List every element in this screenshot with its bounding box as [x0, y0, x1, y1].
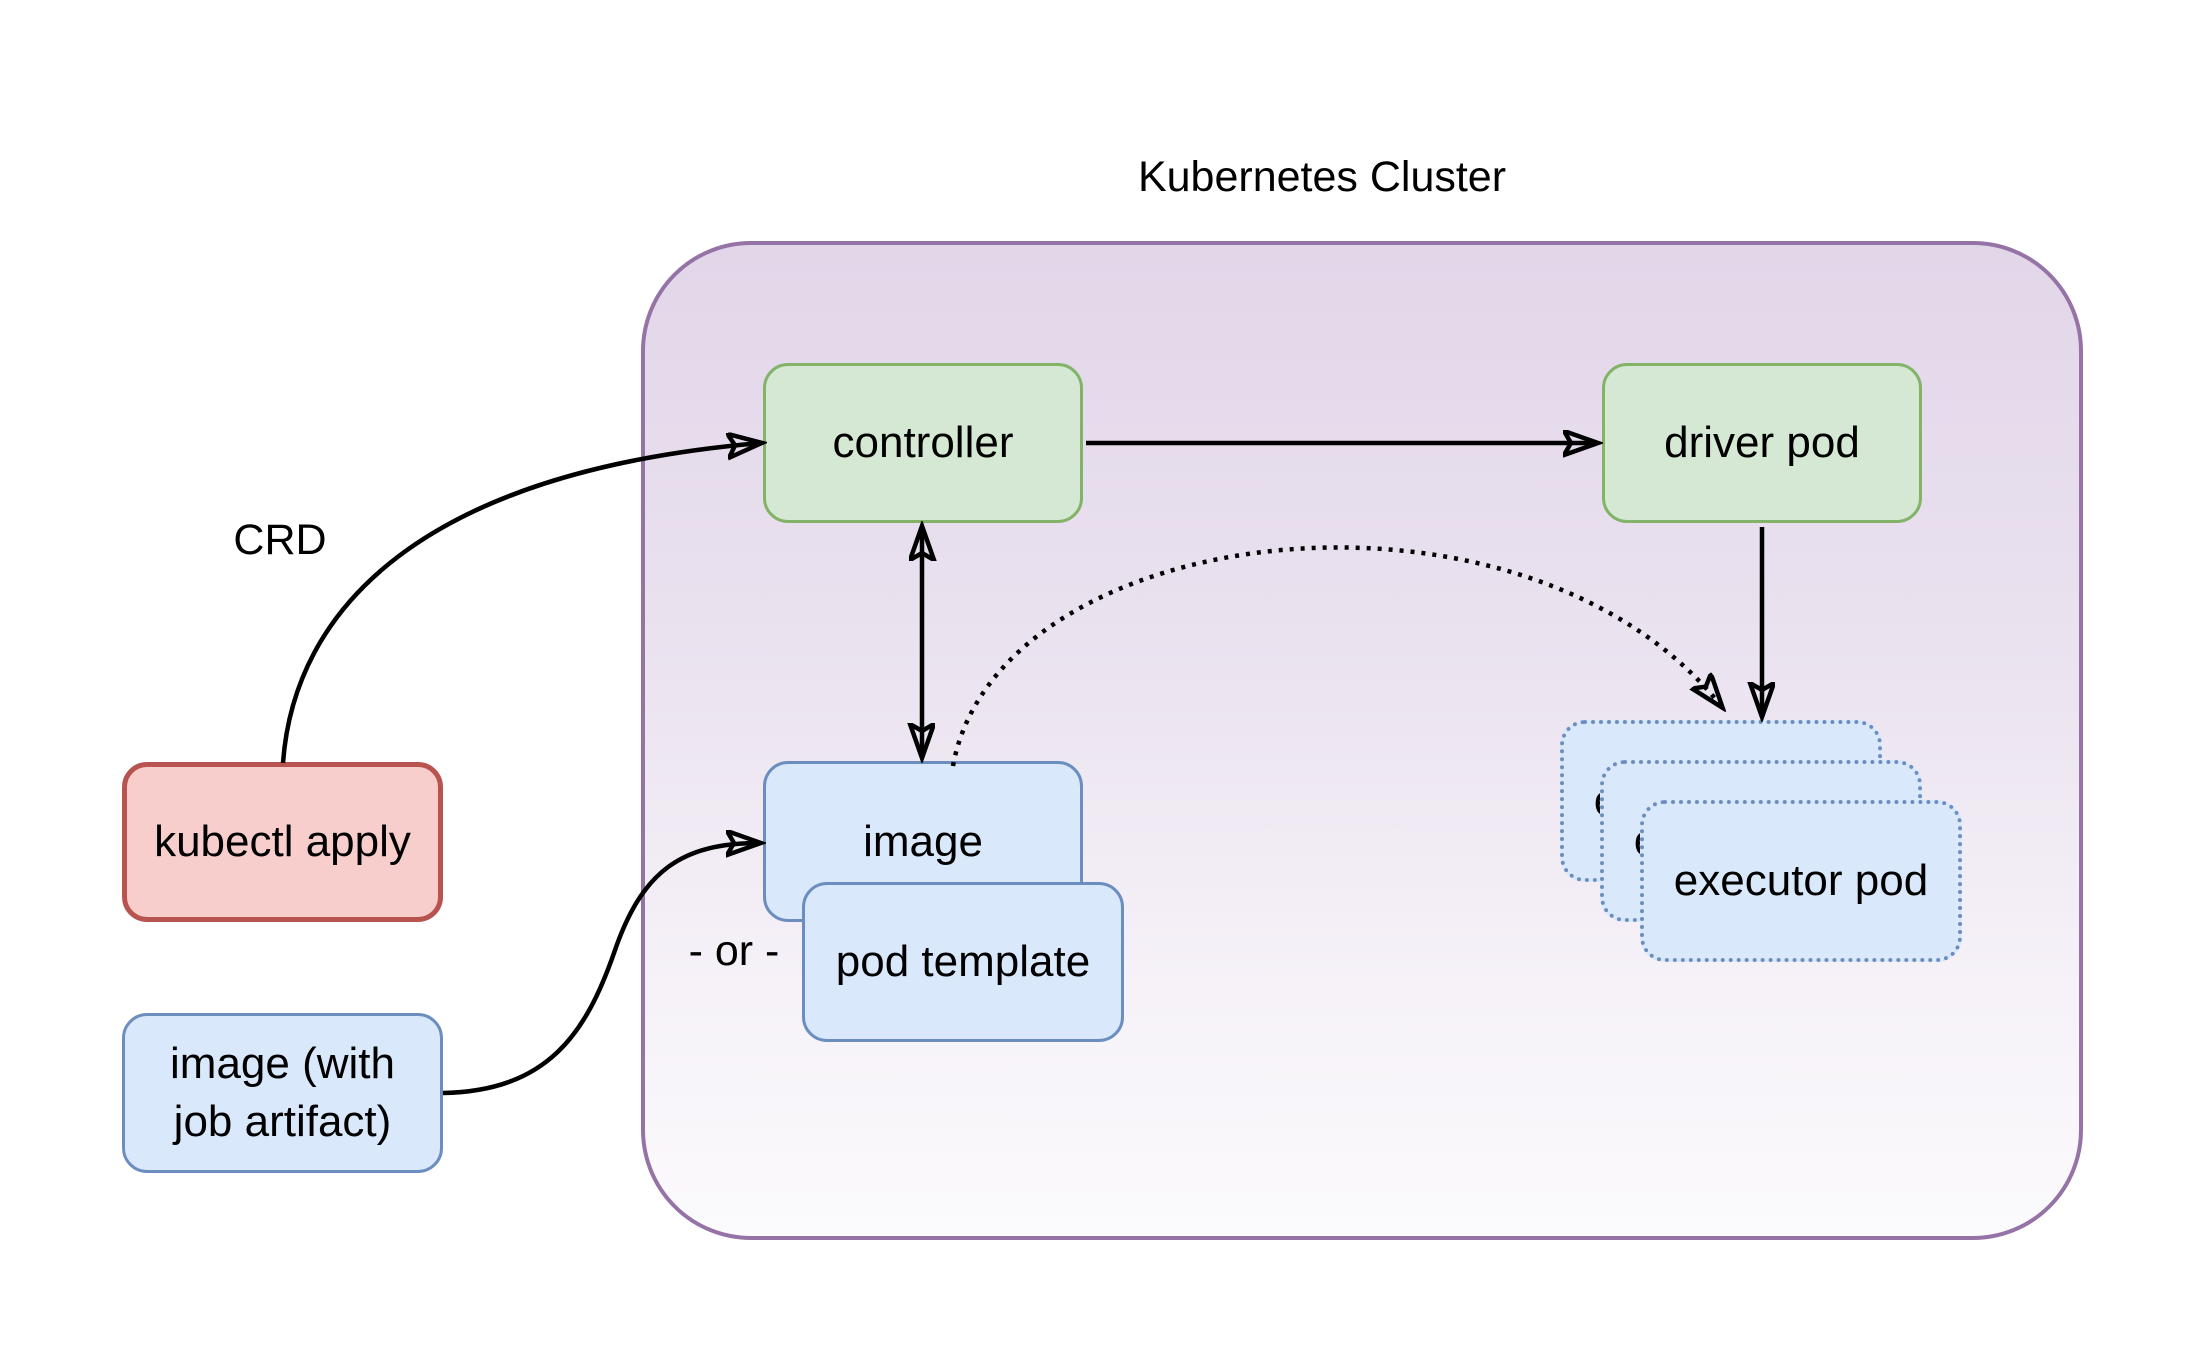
- controller-node: controller: [763, 363, 1083, 523]
- controller-label: controller: [832, 418, 1014, 467]
- image-with-job-artifact-line1: image (with: [170, 1038, 395, 1088]
- crd-edge-label: CRD: [233, 516, 327, 564]
- driver-pod-node: driver pod: [1602, 363, 1922, 523]
- driver-pod-label: driver pod: [1664, 418, 1860, 467]
- cluster-title: Kubernetes Cluster: [1137, 153, 1507, 201]
- image-with-job-artifact-line2: job artifact): [173, 1097, 392, 1146]
- kubectl-apply-node: kubectl apply: [122, 762, 443, 922]
- kubectl-apply-label: kubectl apply: [154, 817, 411, 866]
- executor-pod-node-front: executor pod: [1640, 800, 1962, 962]
- pod-template-node: pod template: [802, 882, 1124, 1042]
- image-label: image: [863, 816, 983, 866]
- executor-pod-label: executor pod: [1673, 856, 1929, 905]
- or-edge-label: - or -: [688, 927, 780, 975]
- pod-template-label: pod template: [835, 937, 1091, 986]
- image-with-job-artifact-node: image (with job artifact): [122, 1013, 443, 1173]
